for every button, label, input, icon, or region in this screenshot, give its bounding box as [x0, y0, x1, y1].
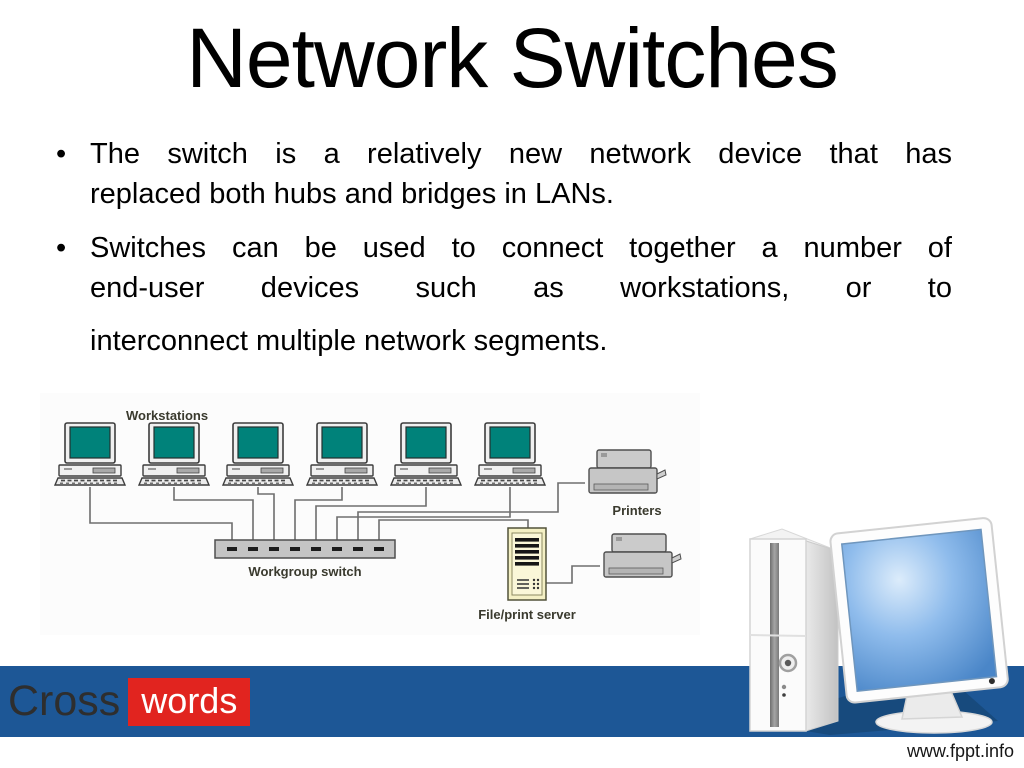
slide-title: Network Switches — [186, 11, 839, 105]
brand-text-words: words — [128, 677, 251, 726]
switch-label: Workgroup switch — [248, 564, 361, 579]
bullet-list: • The switch is a relatively new network… — [56, 134, 958, 375]
workstation-icon — [474, 422, 546, 486]
bullet-item: • The switch is a relatively new network… — [56, 134, 958, 214]
bullet-text: The switch is a relatively new network d… — [90, 134, 952, 214]
crosswords-logo: Cross words — [8, 666, 251, 737]
bullet-marker: • — [56, 232, 67, 264]
bullet-item: • Switches can be used to connect togeth… — [56, 228, 958, 361]
bullet-marker: • — [56, 138, 67, 170]
server-label: File/print server — [478, 607, 576, 622]
led-indicator-icon — [781, 684, 787, 690]
website-text: www.fppt.info — [906, 741, 1014, 761]
workstation-icon — [390, 422, 462, 486]
computer-monitor-icon — [829, 517, 1009, 734]
computer-illustration — [749, 517, 1009, 735]
workstation-icon — [222, 422, 294, 486]
computer-tower-icon — [749, 528, 839, 732]
bullet-text-line: The switch is a relatively new network d… — [90, 138, 952, 170]
led-indicator-icon — [782, 693, 786, 697]
brand-text-cross: Cross — [8, 677, 121, 725]
bullet-text-line: end-user devices such as workstations, o… — [90, 272, 952, 304]
printers-label: Printers — [612, 503, 661, 518]
workstation-icon — [306, 422, 378, 486]
network-diagram: Workstations Workgroup switch Printers F… — [40, 393, 700, 635]
workstation-icon — [54, 422, 126, 486]
network-cables — [89, 482, 600, 584]
bullet-text: Switches can be used to connect together… — [90, 228, 952, 361]
workgroup-switch-icon — [214, 539, 396, 559]
bullet-text-line: replaced both hubs and bridges in LANs. — [90, 178, 614, 210]
workstation-icon — [138, 422, 210, 486]
bullet-text-line: interconnect multiple network segments. — [90, 325, 608, 357]
bullet-text-line: Switches can be used to connect together… — [90, 232, 952, 264]
diagram-background — [40, 393, 700, 635]
workstations-label: Workstations — [126, 408, 208, 423]
file-print-server-icon — [507, 527, 547, 601]
